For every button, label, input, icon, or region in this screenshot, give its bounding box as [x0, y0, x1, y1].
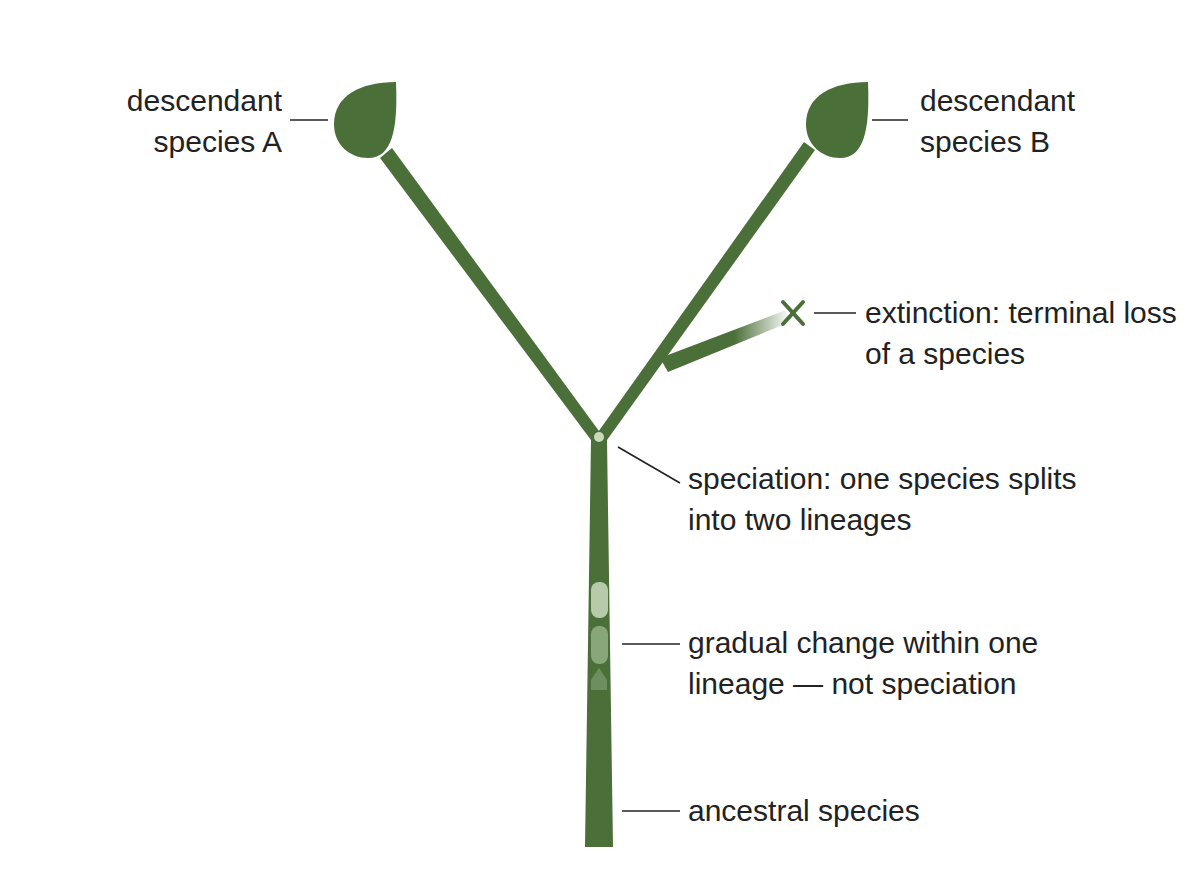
species-label: descendant species A — [82, 80, 282, 162]
branch-b — [591, 142, 815, 442]
leaf-b — [806, 82, 868, 158]
change-mark — [591, 626, 608, 664]
species-label: ancestral species — [688, 790, 1008, 831]
branch-a — [380, 148, 607, 442]
species-label: descendant species B — [920, 80, 1140, 162]
trunk — [585, 440, 613, 847]
process-label: gradual change within one lineage — not … — [688, 622, 1118, 704]
speciation-dot — [594, 432, 604, 442]
event-label: extinction: terminal loss of a species — [865, 292, 1180, 374]
event-label: speciation: one species splits into two … — [688, 458, 1078, 540]
extinction-cross — [783, 302, 803, 324]
leaf-a — [334, 82, 396, 158]
change-chevron — [591, 668, 607, 690]
extinct-branch — [660, 310, 790, 372]
change-mark — [591, 582, 608, 618]
